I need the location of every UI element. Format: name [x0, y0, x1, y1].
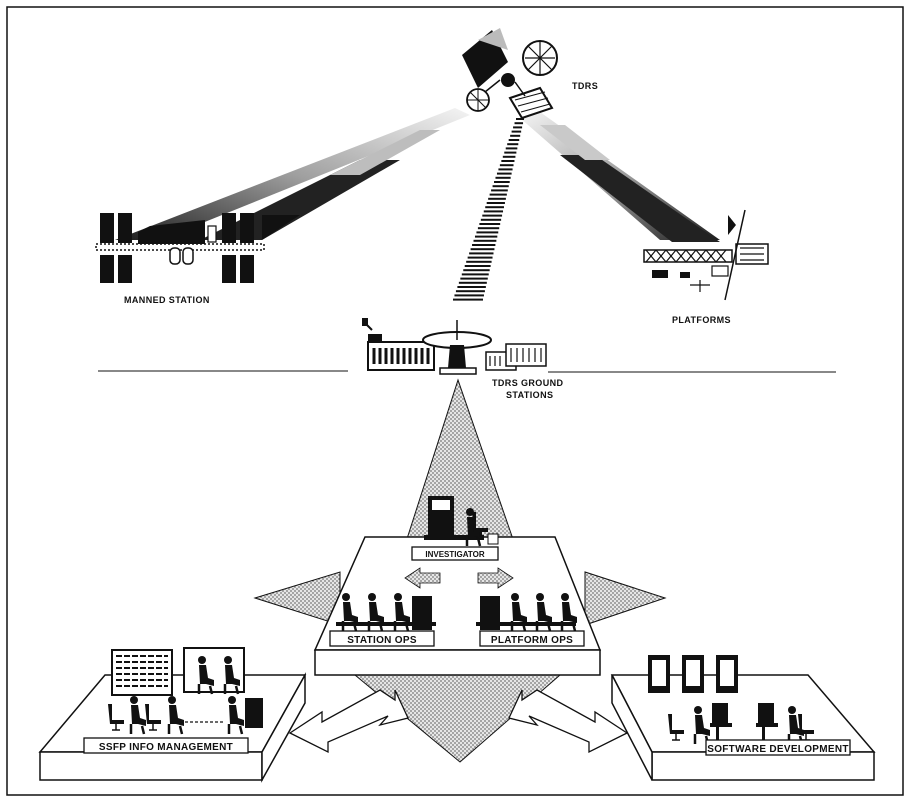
- downlink-bar: [461, 273, 489, 276]
- downlink-bar: [489, 193, 507, 196]
- downlink-bar: [498, 168, 513, 171]
- downlink-bar: [504, 151, 517, 154]
- ssfp-platform-side: [261, 672, 306, 783]
- downlink-bar: [473, 239, 497, 242]
- downlink-bar: [482, 214, 503, 217]
- tdrs-to-manned-station-beam: [115, 108, 470, 240]
- downlink-bar: [454, 294, 484, 297]
- investigator-to-station-arrow: [404, 567, 441, 589]
- downlink-bar: [507, 143, 519, 146]
- station-ops-illustration: [336, 591, 436, 633]
- downlink-bar: [479, 223, 501, 225]
- ssfp-info-management-label: SSFP INFO MANAGEMENT: [99, 742, 233, 753]
- downlink-bar: [511, 130, 522, 133]
- platforms-illustration: [643, 209, 769, 301]
- downlink-bar: [502, 155, 516, 158]
- software-development-box: [705, 739, 851, 756]
- downlink-bar: [483, 210, 504, 213]
- downlink-bar: [460, 277, 488, 280]
- downlink-bar: [488, 197, 506, 200]
- downlink-bar: [463, 269, 490, 272]
- platforms-label: PLATFORMS: [672, 315, 731, 325]
- downlink-bar: [494, 181, 510, 183]
- central-to-ssfp-arrow: [288, 689, 409, 754]
- right-arrowhead: [584, 571, 667, 626]
- downlink-bar: [470, 248, 495, 251]
- downlink-bar: [474, 235, 498, 238]
- tdrs-downlink-beam: [453, 118, 524, 301]
- platform-ops-label: PLATFORM OPS: [491, 635, 573, 646]
- manned-station-illustration: [95, 213, 300, 283]
- ground-stations-label-line2: STATIONS: [506, 390, 553, 400]
- downlink-bar: [495, 176, 511, 179]
- downlink-bar: [508, 139, 520, 141]
- investigator-illustration: [424, 496, 499, 548]
- central-to-software-arrow: [508, 689, 629, 754]
- downlink-bar: [514, 122, 524, 125]
- tdrs-satellite: [462, 28, 558, 120]
- downlink-bar: [492, 185, 509, 188]
- diagram-frame: [6, 6, 904, 796]
- central-platform-edge: [314, 649, 601, 676]
- downlink-bar: [485, 206, 504, 209]
- downlink-bar: [516, 118, 524, 120]
- left-arrowhead: [253, 571, 341, 626]
- investigator-label: INVESTIGATOR: [425, 550, 484, 559]
- downlink-bar: [477, 227, 500, 230]
- tdrs-to-platforms-beam: [520, 112, 720, 242]
- downlink-bar: [455, 290, 485, 293]
- downlink-bar: [496, 172, 512, 175]
- downlink-bar: [466, 260, 492, 263]
- downlink-bar: [486, 202, 505, 204]
- tdrs-ground-stations-illustration: [362, 318, 547, 375]
- software-platform-edge: [651, 751, 875, 781]
- downlink-bar: [491, 189, 508, 192]
- uplink-arrow: [404, 378, 516, 546]
- downlink-bar: [472, 244, 496, 246]
- downlink-bar: [510, 134, 521, 137]
- downlink-bar: [458, 281, 487, 284]
- ssfp-platform-edge: [39, 751, 263, 781]
- downlink-bar: [480, 218, 502, 221]
- software-development-label: SOFTWARE DEVELOPMENT: [707, 744, 849, 755]
- investigator-box: [411, 546, 499, 561]
- downlink-bar: [476, 231, 499, 234]
- investigator-to-platform-arrow: [477, 567, 514, 589]
- downlink-bar: [501, 160, 515, 162]
- downlink-bar: [513, 126, 523, 129]
- downlink-bar: [464, 265, 491, 267]
- ssfp-info-management-box: [83, 737, 249, 754]
- platform-ops-illustration: [476, 591, 579, 633]
- software-platform-side: [611, 674, 653, 781]
- software-development-illustration: [648, 655, 815, 746]
- platform-ops-box: [479, 630, 585, 647]
- tdrs-label: TDRS: [572, 81, 598, 91]
- downlink-bar: [453, 298, 483, 301]
- downlink-bar: [469, 252, 494, 255]
- downlink-bar: [457, 286, 486, 288]
- station-ops-box: [329, 630, 435, 647]
- downlink-bar: [505, 147, 518, 150]
- station-ops-label: STATION OPS: [347, 635, 417, 646]
- ssfp-info-management-illustration: [107, 647, 263, 736]
- downlink-bar: [499, 164, 514, 167]
- downlink-bar: [467, 256, 493, 259]
- manned-station-label: MANNED STATION: [124, 295, 210, 305]
- ground-stations-label-line1: TDRS GROUND: [492, 378, 563, 388]
